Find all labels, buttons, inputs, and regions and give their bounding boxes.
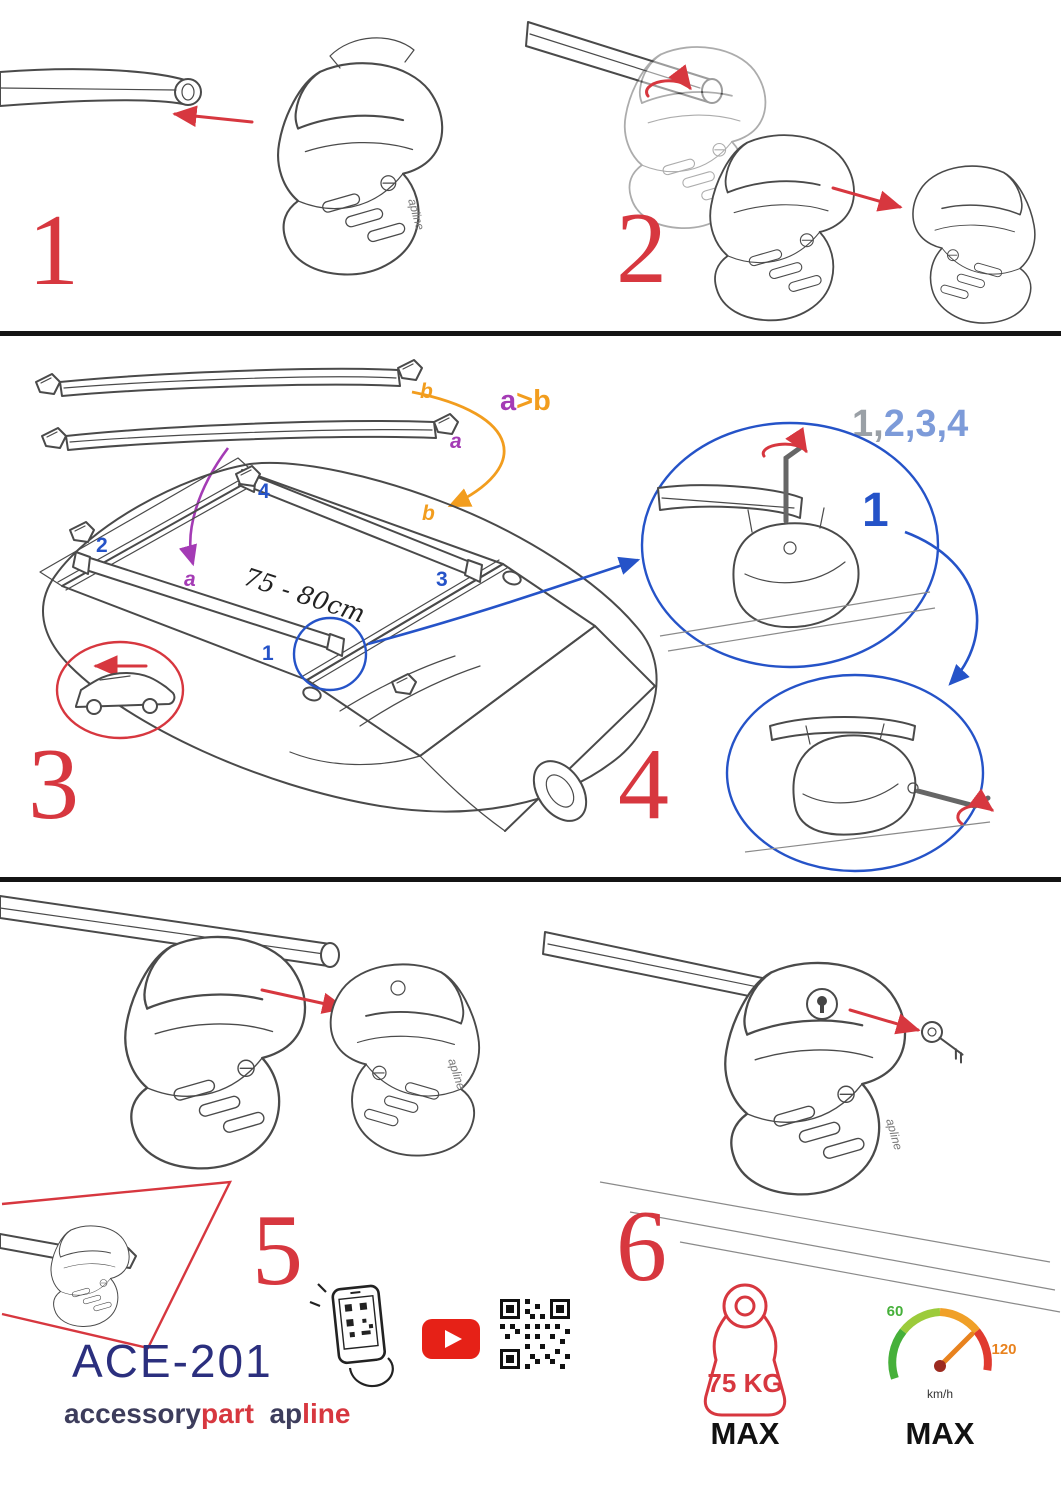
roof-a-label: a [184,568,196,591]
gauge-needle [937,1331,975,1369]
assembled-view-frame [0,1180,233,1350]
brand-word-accessory: accessory [64,1398,202,1429]
order-gt: > [516,385,533,417]
bracket-callout-circle [292,616,368,692]
install-order-label: a>b [500,385,551,417]
roof-crossbar-a [72,551,345,657]
detail-tighten-side [725,673,995,873]
step2-remove-arrow [831,186,903,212]
step1-bracket: apline [277,37,444,276]
step1-crossbar [0,68,202,107]
step5-bracket [124,935,307,1170]
step-1-number: 1 [28,194,79,307]
step2-cover [912,165,1036,324]
loose-clamp-2 [69,521,95,543]
sequence-first: 1, [852,403,884,445]
lock-keyhole [806,988,838,1020]
brand-word-part: part [201,1398,254,1429]
detail-tighten-top [640,421,940,669]
weight-limit-icon: 75 KG [703,1283,787,1417]
step-2-number: 2 [616,192,667,305]
step-5-number: 5 [252,1194,303,1307]
direction-inset [55,640,185,740]
weight-value-label: 75 KG [707,1368,782,1398]
car-top-view [39,457,658,832]
step6-key-arrow [848,1008,921,1035]
floating-bar-a-label: a [450,430,462,453]
brand-word-ap: ap [269,1398,303,1429]
speed-high-label: 120 [991,1341,1016,1358]
loose-clamp-4 [235,465,261,487]
position-4-label: 4 [258,480,270,503]
roof-crossbar-b [238,469,483,583]
steps-1-2-illustration: apline [0,21,1036,324]
section-divider-1 [0,331,1061,336]
step1-insert-arrow [172,105,254,127]
position-1-label: 1 [262,642,274,665]
floating-bar-b-label: b [420,380,433,403]
step-3-number: 3 [28,728,79,841]
scan-qr-phone-icon [309,1283,394,1388]
speed-limit-icon: 60 120 km/h [887,1303,1017,1401]
position-2-label: 2 [96,534,108,557]
speed-unit-label: km/h [927,1387,953,1401]
detail-callout-arrow [367,556,641,646]
order-b: b [533,385,551,417]
step5-cover: apline [329,963,481,1157]
roof-surface-lines [599,1181,1061,1313]
step2-bracket [709,134,855,322]
tightening-sequence-label: 1,2,3,4 [852,403,968,445]
loose-clamp-1 [391,673,417,695]
step-4-number: 4 [618,728,669,841]
brand-tagline: accessorypart apline [64,1398,350,1430]
qr-code-icon [500,1299,570,1369]
position-3-label: 3 [436,568,448,591]
roof-b-label: b [422,502,435,525]
step2-rotate-arrow [645,64,692,98]
youtube-icon [422,1319,480,1359]
speed-low-label: 60 [887,1303,904,1320]
steps-3-4-illustration: b a a>b 1,2,3,4 [35,359,995,873]
floating-crossbar-a [41,413,459,451]
section-divider-2 [0,877,1061,882]
steps-5-6-illustration: apline apline [0,895,1061,1417]
key-icon [921,1021,964,1064]
model-number: ACE-201 [72,1335,273,1387]
step-6-number: 6 [616,1190,667,1303]
weight-max-label: MAX [710,1416,780,1451]
sequence-rest: 2,3,4 [884,403,969,445]
detail-1-number: 1 [862,484,889,537]
bar-b-guide-arrow [411,390,506,508]
detail-link-curve [904,530,979,686]
part-brand-label: apline [883,1117,905,1152]
floating-crossbar-b [35,359,423,397]
brand-word-line: line [302,1398,351,1429]
step5-cover-arrow [260,988,347,1014]
speed-max-label: MAX [905,1416,975,1451]
bar-a-guide-arrow [178,447,230,567]
order-a: a [500,385,517,417]
